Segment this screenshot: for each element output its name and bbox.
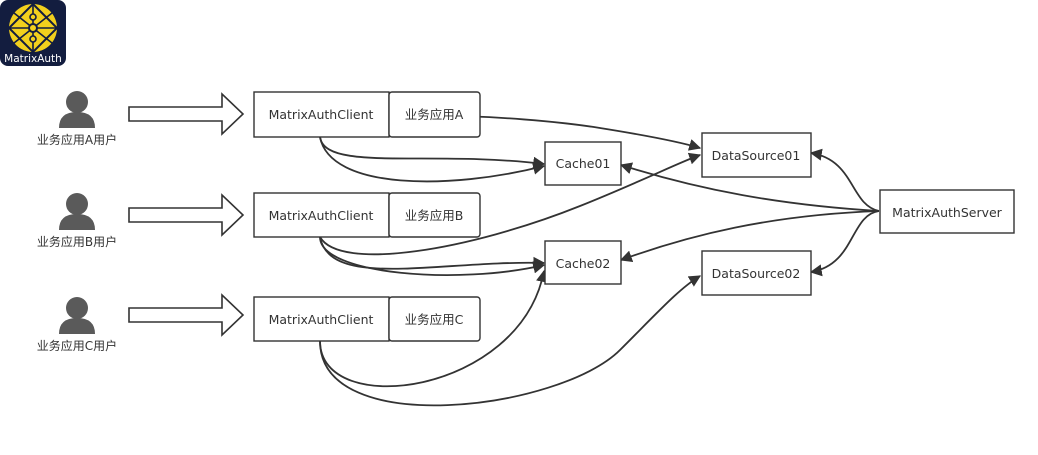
client-a-node: MatrixAuthClient 业务应用A bbox=[253, 91, 481, 138]
server-node: MatrixAuthServer bbox=[879, 189, 1015, 234]
edge-server-to-datasource02 bbox=[809, 210, 880, 277]
block-arrow-a bbox=[128, 92, 245, 136]
client-c-box bbox=[253, 296, 390, 342]
edge-client-b-to-cache02 bbox=[319, 236, 546, 270]
cache01-node: Cache01 bbox=[544, 141, 622, 186]
app-b-box bbox=[388, 192, 481, 238]
user-a: 业务应用A用户 bbox=[37, 91, 117, 147]
user-c-label: 业务应用C用户 bbox=[37, 338, 117, 353]
cache02-label: Cache02 bbox=[556, 256, 611, 271]
cache02-box bbox=[544, 240, 622, 285]
edge-server-to-cache01 bbox=[619, 162, 880, 212]
edge-client-c-to-datasource02 bbox=[319, 275, 702, 407]
app-b-label: 业务应用B bbox=[405, 208, 464, 223]
user-b-label: 业务应用B用户 bbox=[37, 234, 117, 249]
cache01-box bbox=[544, 141, 622, 186]
block-arrow-c bbox=[128, 293, 245, 337]
edge-server-to-cache02 bbox=[619, 210, 880, 262]
server-label: MatrixAuthServer bbox=[892, 205, 1003, 220]
user-b: 业务应用B用户 bbox=[37, 193, 117, 249]
cache02-node: Cache02 bbox=[544, 240, 622, 285]
edge-server-to-datasource01 bbox=[809, 148, 880, 212]
edge-client-b-to-datasource01 bbox=[319, 152, 702, 256]
datasource01-node: DataSource01 bbox=[701, 132, 812, 178]
server-box bbox=[879, 189, 1015, 234]
datasource01-label: DataSource01 bbox=[712, 148, 801, 163]
client-b-box bbox=[253, 192, 390, 238]
client-c-label: MatrixAuthClient bbox=[269, 312, 374, 327]
client-b-node: MatrixAuthClient 业务应用B bbox=[253, 192, 481, 238]
app-a-box bbox=[388, 91, 481, 138]
app-c-label: 业务应用C bbox=[405, 312, 464, 327]
cache01-label: Cache01 bbox=[556, 156, 611, 171]
user-c-person-icon bbox=[59, 297, 95, 334]
datasource02-node: DataSource02 bbox=[701, 250, 812, 296]
matrixauth-logo: MatrixAuth bbox=[0, 0, 66, 66]
logo-text: MatrixAuth bbox=[4, 53, 62, 65]
user-b-person-icon bbox=[59, 193, 95, 230]
client-a-box bbox=[253, 91, 390, 138]
datasource01-box bbox=[701, 132, 812, 178]
app-a-label: 业务应用A bbox=[405, 107, 464, 122]
client-b-label: MatrixAuthClient bbox=[269, 208, 374, 223]
edge-client-a-to-cache01 bbox=[319, 136, 546, 169]
client-c-node: MatrixAuthClient 业务应用C bbox=[253, 296, 481, 342]
user-a-person-icon bbox=[59, 91, 95, 128]
user-c: 业务应用C用户 bbox=[37, 297, 117, 353]
app-c-box bbox=[388, 296, 481, 342]
user-a-label: 业务应用A用户 bbox=[37, 132, 117, 147]
datasource02-label: DataSource02 bbox=[712, 266, 801, 281]
logo-emblem-icon bbox=[7, 2, 59, 54]
block-arrow-b bbox=[128, 193, 245, 237]
edge-client-a-to-cache01-lower bbox=[319, 136, 546, 183]
client-a-label: MatrixAuthClient bbox=[269, 107, 374, 122]
datasource02-box bbox=[701, 250, 812, 296]
edge-client-c-to-cache02 bbox=[319, 269, 548, 388]
edge-client-b-to-cache02-lower bbox=[319, 236, 546, 276]
